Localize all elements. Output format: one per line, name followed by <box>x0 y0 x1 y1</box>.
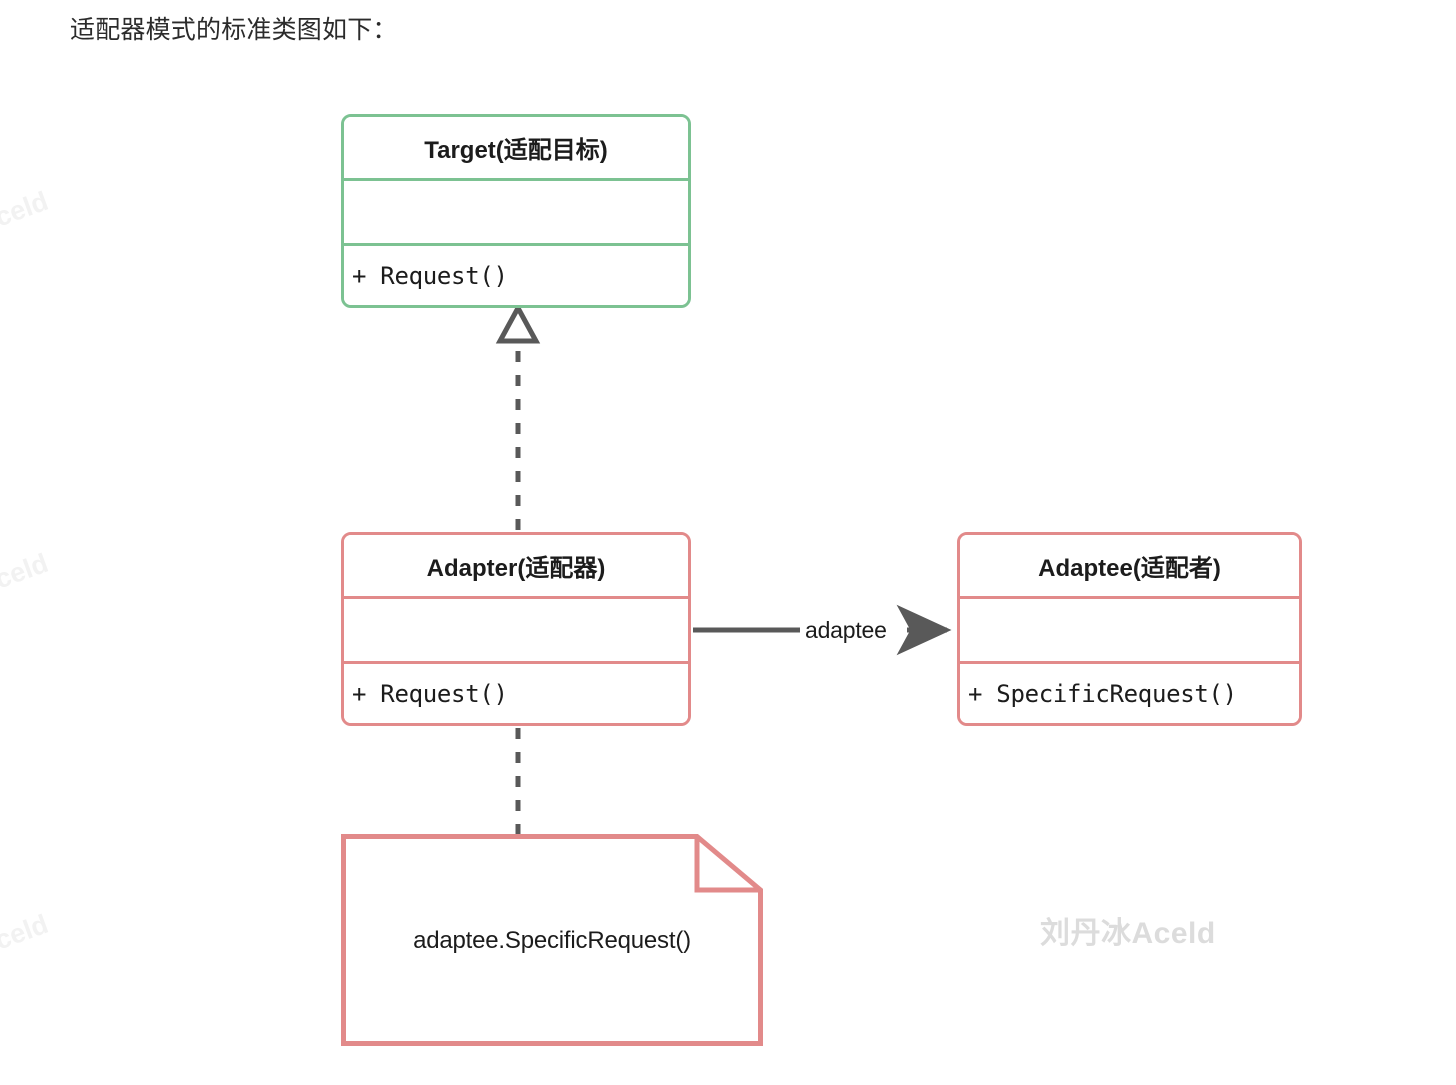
note-shape <box>341 834 763 1046</box>
uml-class-adaptee[interactable]: Adaptee(适配者) + SpecificRequest() <box>957 532 1302 726</box>
uml-class-adapter[interactable]: Adapter(适配器) + Request() <box>341 532 691 726</box>
page-title: 适配器模式的标准类图如下： <box>70 16 398 44</box>
association-label-adaptee: adaptee <box>803 617 889 644</box>
watermark-center: 刘丹冰Aceld <box>1040 917 1216 950</box>
uml-class-adaptee-operation-0: + SpecificRequest() <box>960 661 1299 723</box>
uml-class-target[interactable]: Target(适配目标) + Request() <box>341 114 691 308</box>
uml-class-target-title: Target(适配目标) <box>344 117 688 178</box>
uml-note-adapter-body[interactable]: adaptee.SpecificRequest() <box>341 834 763 1046</box>
uml-class-adapter-title: Adapter(适配器) <box>344 535 688 596</box>
uml-class-target-operation-0: + Request() <box>344 243 688 305</box>
uml-class-adapter-operation-0: + Request() <box>344 661 688 723</box>
realization-arrow-adapter-to-target <box>495 302 541 530</box>
uml-class-adapter-attributes <box>344 596 688 661</box>
uml-class-adaptee-title: Adaptee(适配者) <box>960 535 1299 596</box>
uml-class-adaptee-attributes <box>960 596 1299 661</box>
uml-class-target-attributes <box>344 178 688 243</box>
uml-note-text: adaptee.SpecificRequest() <box>413 927 691 954</box>
